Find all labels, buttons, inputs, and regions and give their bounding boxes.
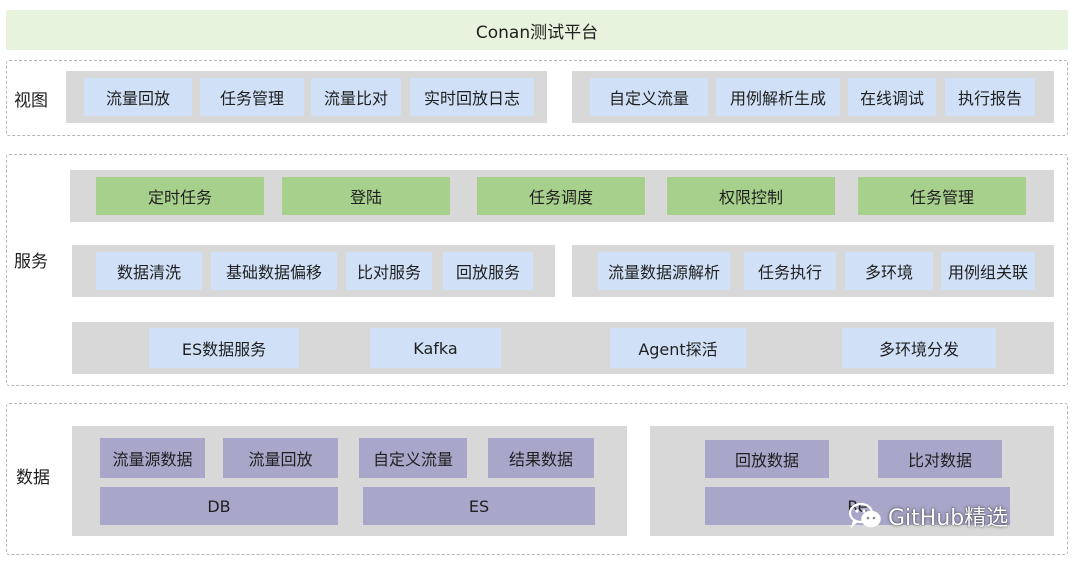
service-box-es-data-service: ES数据服务 (149, 328, 299, 368)
view-box-traffic-compare: 流量比对 (311, 78, 401, 116)
watermark: GitHub精选 (848, 496, 1058, 536)
service-box-scheduled-task: 定时任务 (96, 177, 264, 215)
platform-title: Conan测试平台 (6, 10, 1068, 50)
wechat-icon (848, 502, 881, 529)
view-box-case-parse-generate: 用例解析生成 (716, 78, 840, 116)
service-box-task-management: 任务管理 (858, 177, 1026, 215)
data-layer (6, 403, 1068, 555)
service-box-agent-probe: Agent探活 (610, 328, 746, 368)
view-box-online-debug: 在线调试 (848, 78, 936, 116)
service-box-kafka: Kafka (370, 328, 501, 368)
view-layer (6, 60, 1068, 136)
service-box-base-data-offset: 基础数据偏移 (211, 252, 337, 290)
view-box-realtime-replay-log: 实时回放日志 (410, 78, 534, 116)
service-box-multi-env-distribution: 多环境分发 (842, 328, 996, 368)
service-box-permission-control: 权限控制 (667, 177, 835, 215)
service-layer (6, 154, 1068, 386)
service-box-multi-env: 多环境 (845, 252, 933, 290)
service-box-replay-service: 回放服务 (443, 252, 533, 290)
service-box-task-execution: 任务执行 (744, 252, 836, 290)
service-box-case-group-link: 用例组关联 (941, 252, 1035, 290)
view-layer-label: 视图 (14, 90, 48, 111)
data-box-custom-traffic: 自定义流量 (359, 438, 467, 478)
data-box-db: DB (100, 487, 338, 525)
service-box-traffic-source-parse: 流量数据源解析 (598, 252, 730, 290)
service-box-login: 登陆 (282, 177, 450, 215)
view-box-traffic-replay: 流量回放 (84, 78, 192, 116)
data-box-compare-data: 比对数据 (878, 440, 1002, 478)
data-box-replay-data: 回放数据 (705, 440, 829, 478)
view-box-custom-traffic: 自定义流量 (590, 78, 708, 116)
data-box-result-data: 结果数据 (488, 438, 594, 478)
data-box-traffic-source-data: 流量源数据 (100, 438, 205, 478)
data-box-redis-partial: Re (705, 487, 1010, 525)
view-box-task-management: 任务管理 (200, 78, 304, 116)
service-box-compare-service: 比对服务 (346, 252, 432, 290)
service-box-task-dispatch: 任务调度 (477, 177, 645, 215)
view-box-execution-report: 执行报告 (945, 78, 1035, 116)
service-layer-label: 服务 (14, 251, 48, 272)
data-layer-label: 数据 (16, 467, 50, 488)
data-box-traffic-replay: 流量回放 (223, 438, 338, 478)
service-box-data-cleaning: 数据清洗 (96, 252, 202, 290)
watermark-text: GitHub精选 (888, 506, 1009, 531)
data-box-es: ES (363, 487, 595, 525)
